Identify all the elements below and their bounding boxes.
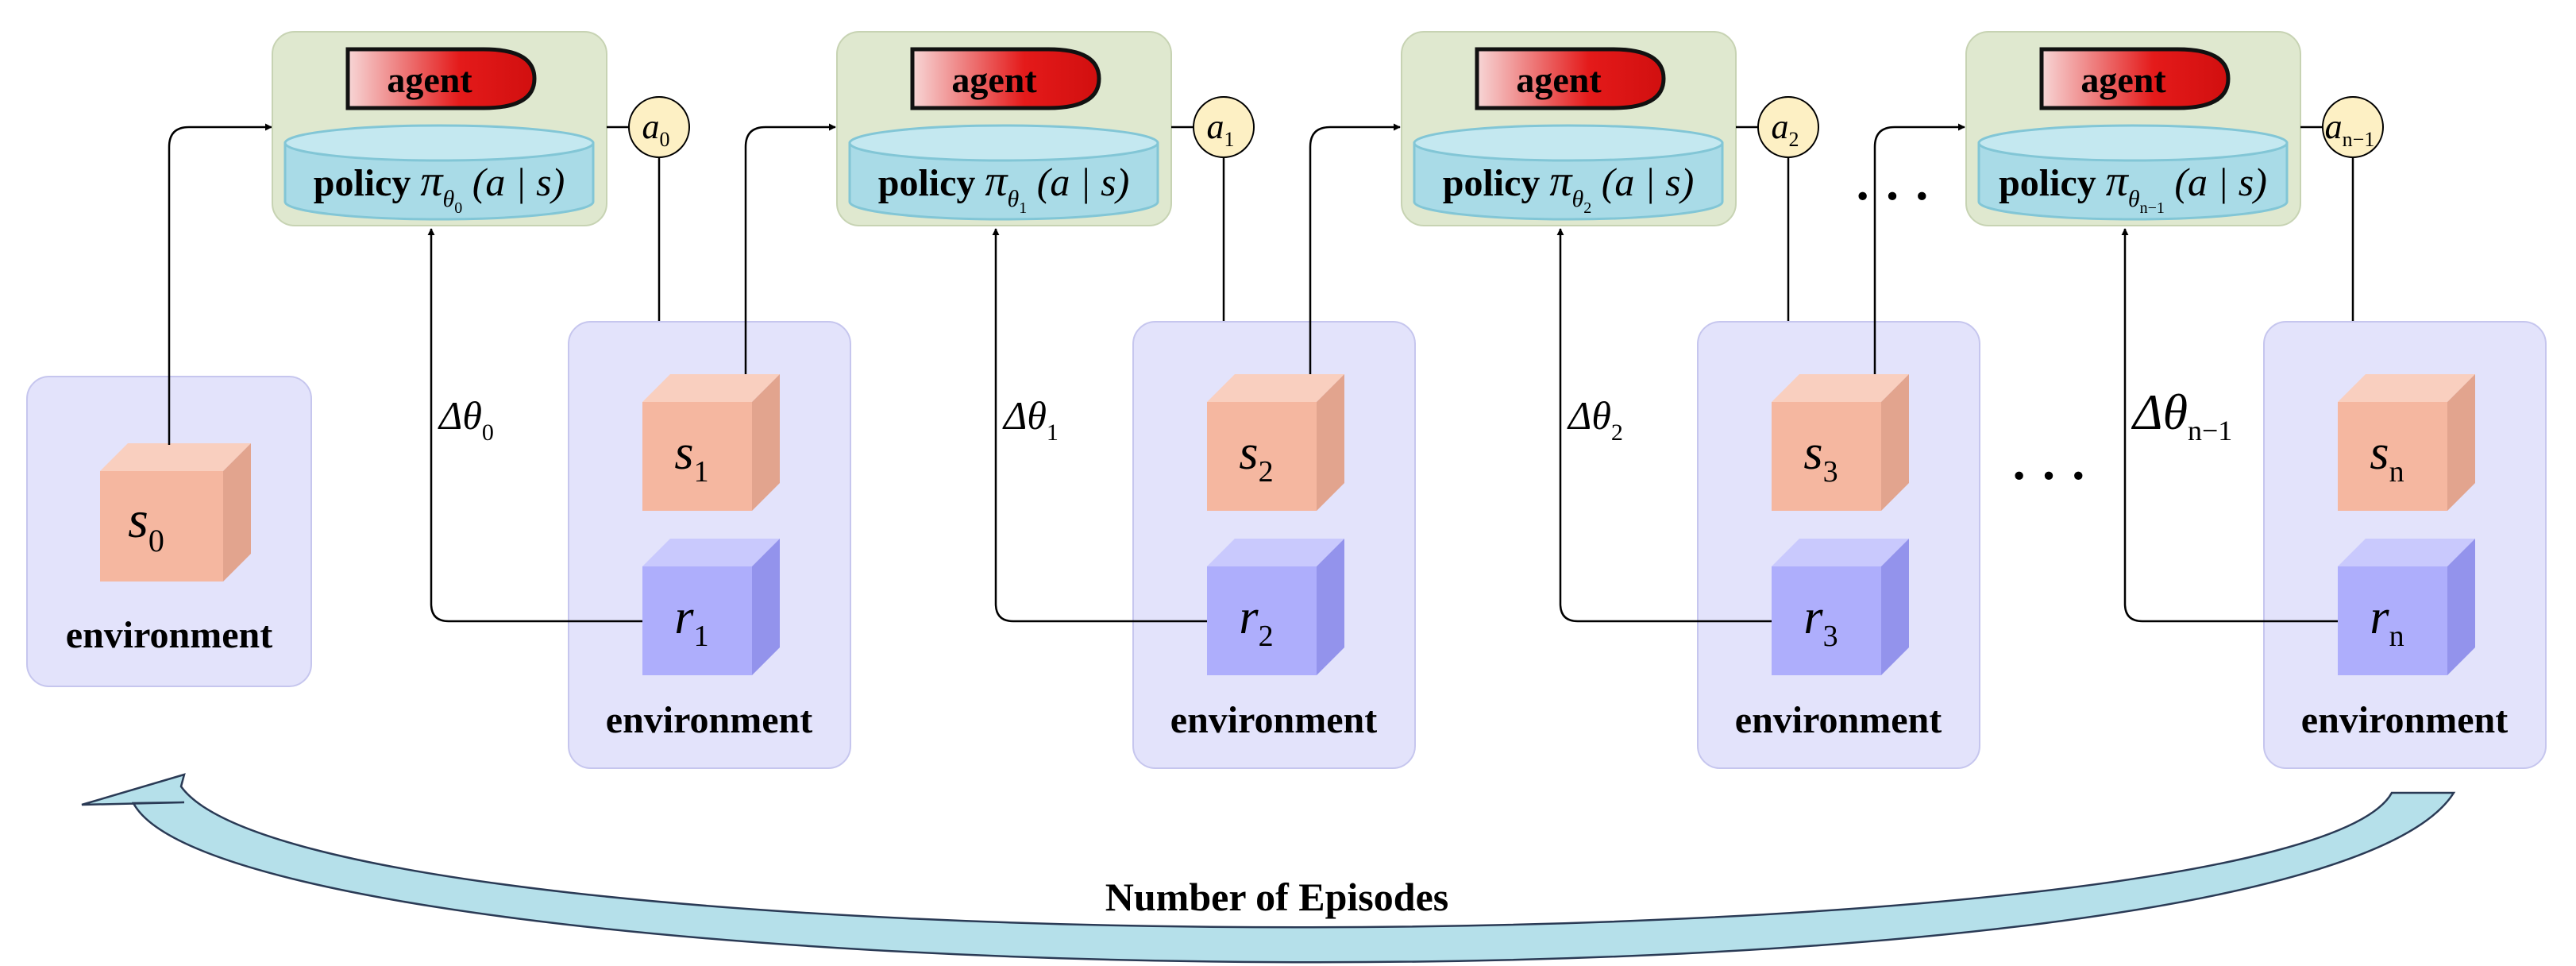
policy-args: (a | s) bbox=[2165, 160, 2267, 204]
reward-cube bbox=[1207, 539, 1344, 675]
environment-label: environment bbox=[1735, 699, 1942, 741]
state-symbol: s bbox=[128, 491, 148, 549]
episodes-loop-arrow bbox=[81, 773, 2456, 964]
policy-theta-subscript: 1 bbox=[1019, 199, 1027, 217]
agent-badge: agent bbox=[1475, 47, 1666, 110]
agent-label: agent bbox=[1516, 60, 1602, 100]
action-symbol: an−1 bbox=[2325, 107, 2375, 151]
parameter-update-label: Δθ0 bbox=[438, 393, 494, 446]
reward-symbol: r1 bbox=[674, 590, 708, 653]
state-cube bbox=[642, 374, 780, 511]
policy-theta-subscript: 0 bbox=[454, 199, 462, 217]
policy-expression: policy πθn−1 (a | s) bbox=[1999, 156, 2267, 217]
environment-4: sn rn environment bbox=[2263, 321, 2547, 769]
policy-expression: policy πθ0 (a | s) bbox=[314, 156, 565, 217]
policy-args: (a | s) bbox=[462, 160, 565, 204]
ellipsis-top: · · · bbox=[1854, 168, 1930, 224]
policy-expression: policy πθ1 (a | s) bbox=[878, 156, 1130, 217]
policy-word: policy bbox=[314, 162, 421, 204]
policy-theta-subscript: 2 bbox=[1583, 199, 1591, 217]
action-symbol: a2 bbox=[1772, 107, 1799, 151]
parameter-update-label: Δθ2 bbox=[1567, 393, 1623, 446]
number-of-episodes-label: Number of Episodes bbox=[1105, 875, 1448, 919]
environment-label: environment bbox=[2301, 699, 2508, 741]
initial-state-arrow bbox=[168, 123, 272, 445]
agent-badge: agent bbox=[2039, 47, 2231, 110]
environment-3: s3 r3 environment bbox=[1697, 321, 1980, 769]
reward-symbol: r3 bbox=[1803, 590, 1838, 653]
environment-label: environment bbox=[66, 614, 272, 656]
state-symbol: sn bbox=[2370, 426, 2404, 489]
policy-word: policy bbox=[1443, 162, 1550, 204]
policy-theta: θ bbox=[442, 186, 454, 212]
parameter-update-label: Δθ1 bbox=[1002, 393, 1059, 446]
reward-feedback-arrow bbox=[427, 228, 642, 623]
environment-2: s2 r2 environment bbox=[1132, 321, 1416, 769]
agent-label: agent bbox=[2080, 60, 2166, 100]
policy-pi: π bbox=[2106, 156, 2130, 206]
initial-environment: s0 environment bbox=[26, 376, 312, 687]
state-symbol: s1 bbox=[674, 426, 708, 489]
state-symbol: s2 bbox=[1239, 426, 1273, 489]
agent-badge: agent bbox=[910, 47, 1101, 110]
policy-word: policy bbox=[878, 162, 985, 204]
stage-1: agent policy πθ1 (a | s) a1 s2 r2 environment… bbox=[836, 31, 1416, 769]
stage-2: agent policy πθ2 (a | s) a2 s3 r3 environment… bbox=[1401, 31, 1980, 769]
policy-cylinder bbox=[1977, 124, 2289, 221]
agent-badge: agent bbox=[345, 47, 537, 110]
state-to-next-agent-arrow bbox=[744, 123, 836, 374]
reward-cube bbox=[642, 539, 780, 675]
policy-pi: π bbox=[420, 156, 444, 206]
action-symbol: a1 bbox=[1207, 107, 1235, 151]
reward-symbol: r2 bbox=[1239, 590, 1273, 653]
state-subscript: 0 bbox=[148, 523, 164, 558]
environment-1: s1 r1 environment bbox=[568, 321, 851, 769]
policy-cylinder bbox=[1413, 124, 1724, 221]
policy-theta-subscript: n−1 bbox=[2140, 199, 2165, 217]
environment-label: environment bbox=[606, 699, 812, 741]
stage-0: agent policy πθ0 (a | s) a0 s1 r1 environment… bbox=[272, 31, 851, 769]
policy-pi: π bbox=[1549, 156, 1573, 206]
policy-args: (a | s) bbox=[1027, 160, 1129, 204]
reward-cube bbox=[1772, 539, 1909, 675]
agent-label: agent bbox=[387, 60, 472, 100]
reward-feedback-arrow bbox=[1556, 228, 1772, 623]
policy-expression: policy πθ2 (a | s) bbox=[1443, 156, 1695, 217]
reward-symbol: rn bbox=[2370, 590, 2404, 653]
ellipsis-middle: · · · bbox=[2011, 447, 2087, 504]
policy-theta: θ bbox=[1007, 186, 1019, 212]
stage-3: agent policy πθn−1 (a | s) an−1 sn rn environ… bbox=[1965, 31, 2547, 769]
policy-cylinder bbox=[283, 124, 595, 221]
policy-word: policy bbox=[1999, 162, 2106, 204]
state-to-next-agent-arrow bbox=[1309, 123, 1401, 374]
environment-label: environment bbox=[1170, 699, 1377, 741]
state-cube bbox=[2338, 374, 2475, 511]
policy-theta: θ bbox=[1571, 186, 1583, 212]
state-cube bbox=[1772, 374, 1909, 511]
policy-cylinder bbox=[848, 124, 1159, 221]
state-symbol: s3 bbox=[1803, 426, 1838, 489]
state-cube bbox=[1207, 374, 1344, 511]
state-to-next-agent-arrow bbox=[1873, 123, 1965, 374]
action-symbol: a0 bbox=[642, 107, 670, 151]
reward-cube bbox=[2338, 539, 2475, 675]
parameter-update-label: Δθn−1 bbox=[2131, 384, 2232, 446]
reward-feedback-arrow bbox=[992, 228, 1207, 623]
agent-label: agent bbox=[951, 60, 1037, 100]
policy-args: (a | s) bbox=[1591, 160, 1694, 204]
reward-feedback-arrow bbox=[2121, 228, 2338, 623]
policy-theta: θ bbox=[2128, 186, 2140, 212]
policy-pi: π bbox=[985, 156, 1008, 206]
svg-text:s0: s0 bbox=[128, 491, 164, 558]
state-cube bbox=[100, 443, 251, 582]
